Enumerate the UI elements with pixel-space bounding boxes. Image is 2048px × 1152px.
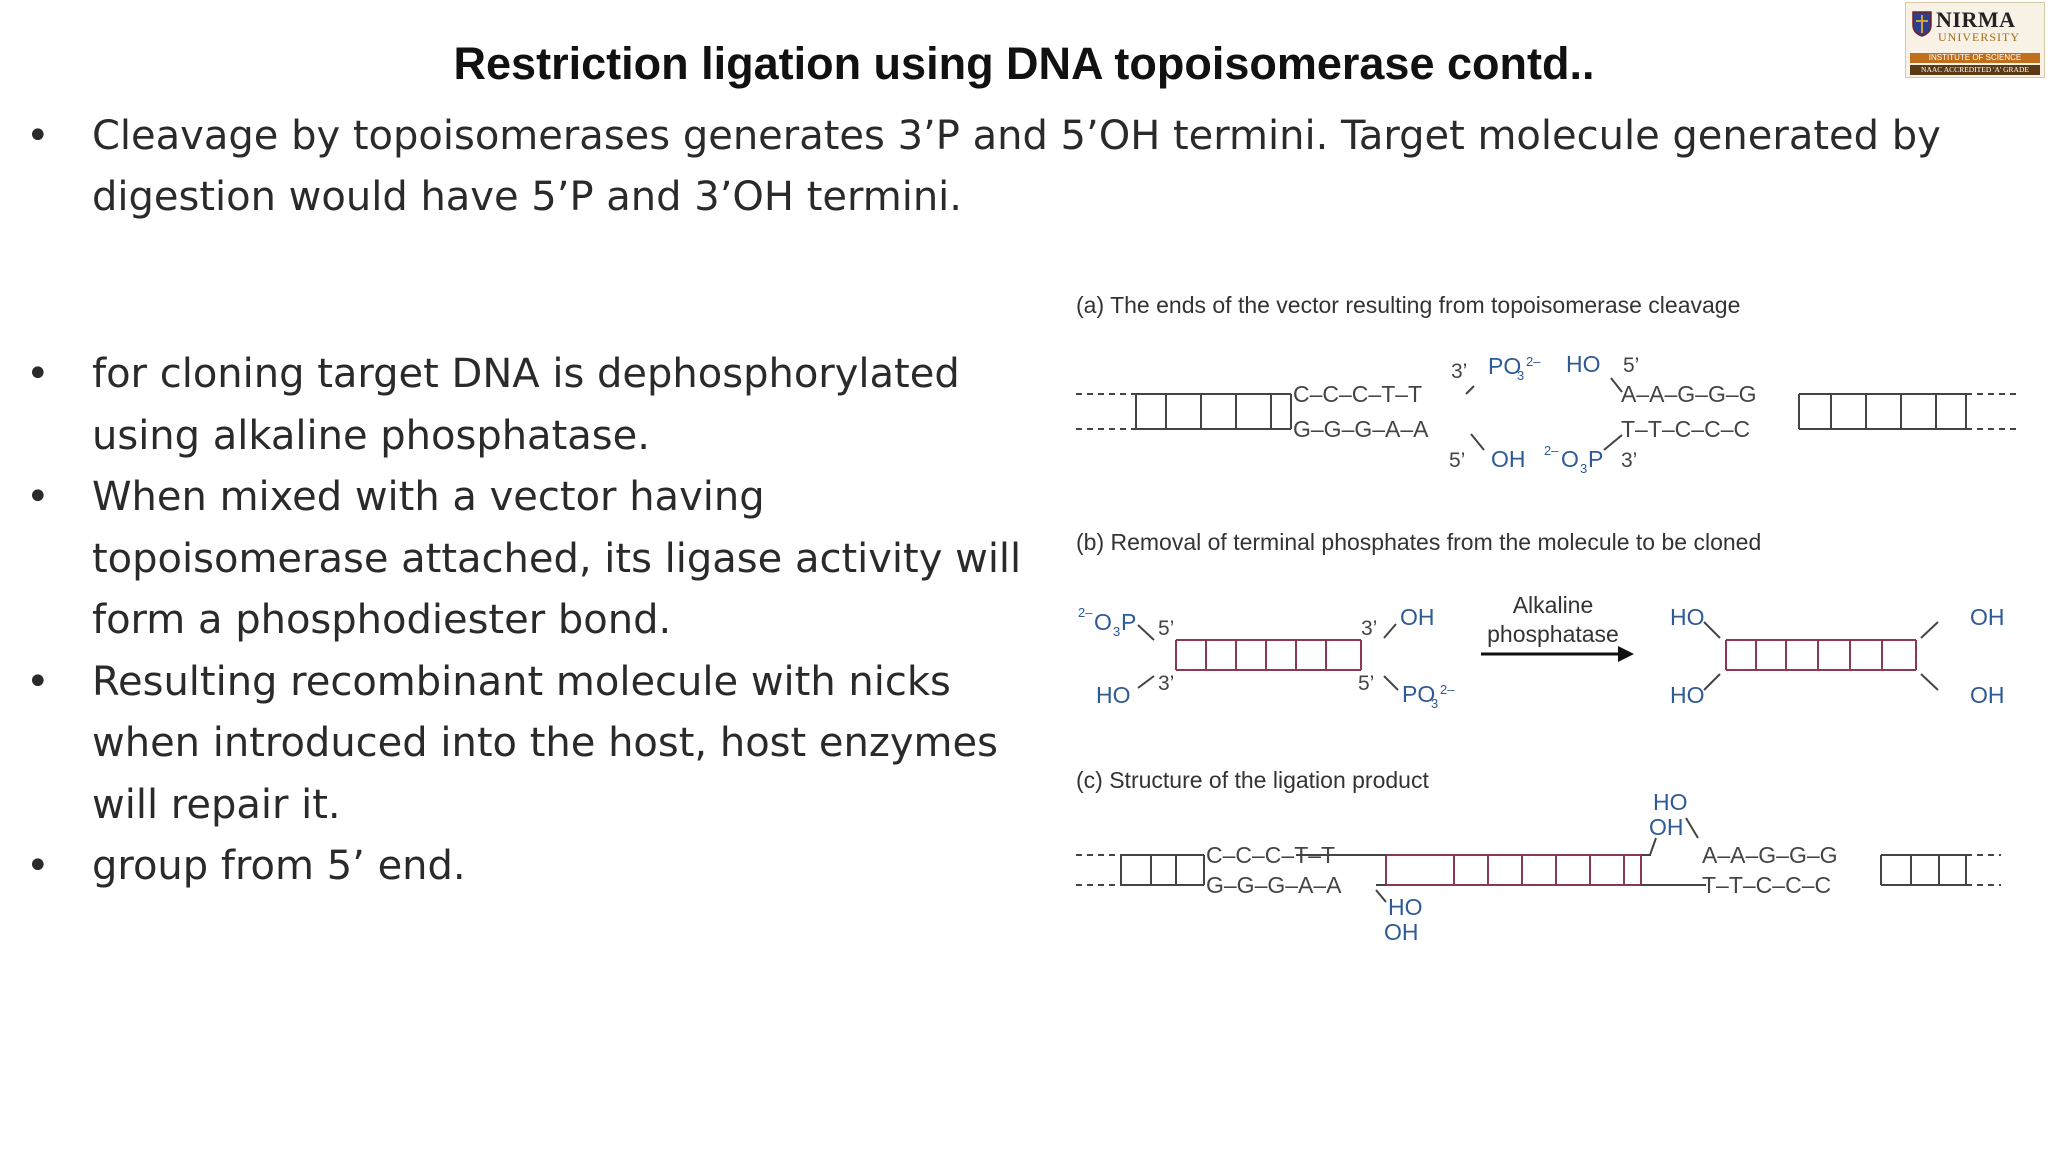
vector-left-duplex bbox=[1076, 393, 1292, 430]
panel-a-caption: (a) The ends of the vector resulting fro… bbox=[1076, 292, 1740, 318]
panel-a-po3-label: PO bbox=[1488, 353, 1521, 379]
svg-text:2–: 2– bbox=[1078, 605, 1093, 620]
panel-c-left-bottom-seq: G–G–G–A–A bbox=[1206, 872, 1342, 898]
bullet-item: When mixed with a vector having topoisom… bbox=[14, 467, 1064, 652]
bullet-list: for cloning target DNA is dephosphorylat… bbox=[14, 344, 1064, 898]
svg-text:OH: OH bbox=[1970, 604, 2005, 630]
enzyme-label-line2: phosphatase bbox=[1487, 621, 1619, 647]
panel-a-3prime-label: 3’ bbox=[1451, 360, 1467, 383]
panel-c-right-bottom-seq: T–T–C–C–C bbox=[1702, 872, 1831, 898]
svg-text:5’: 5’ bbox=[1623, 354, 1639, 377]
ligation-product-right-duplex bbox=[1880, 854, 2001, 886]
panel-a-oh-label: OH bbox=[1491, 446, 1526, 472]
logo-band-top: INSTITUTE OF SCIENCE bbox=[1910, 53, 2040, 63]
ligation-product-insert bbox=[1385, 854, 1642, 886]
bullet-item: Resulting recombinant molecule with nick… bbox=[14, 652, 1064, 837]
panel-a-left-top-seq: C–C–C–T–T bbox=[1293, 381, 1422, 407]
svg-text:5’: 5’ bbox=[1358, 672, 1374, 695]
svg-text:HO: HO bbox=[1670, 682, 1705, 708]
panel-b-po3-label: PO bbox=[1402, 681, 1435, 707]
intro-bullet-list: Cleavage by topoisomerases generates 3’P… bbox=[14, 106, 2024, 228]
panel-b-oh-label: OH bbox=[1400, 604, 1435, 630]
svg-text:2–: 2– bbox=[1526, 354, 1541, 369]
svg-text:2–: 2– bbox=[1440, 682, 1455, 697]
panel-c-ho-label-top: HO bbox=[1653, 789, 1688, 815]
panel-a-5prime-label: 5’ bbox=[1449, 449, 1465, 472]
university-logo: NIRMA UNIVERSITY INSTITUTE OF SCIENCE NA… bbox=[1905, 2, 2045, 78]
svg-text:3: 3 bbox=[1580, 461, 1587, 476]
topoisomerase-diagram: (a) The ends of the vector resulting fro… bbox=[1066, 290, 2030, 970]
svg-text:OH: OH bbox=[1970, 682, 2005, 708]
bullet-item: for cloning target DNA is dephosphorylat… bbox=[14, 344, 1064, 467]
panel-b-3prime-label: 3’ bbox=[1158, 672, 1174, 695]
bullet-item: Cleavage by topoisomerases generates 3’P… bbox=[14, 106, 2024, 228]
panel-b-p-label: P bbox=[1121, 609, 1136, 635]
diagram-svg: (a) The ends of the vector resulting fro… bbox=[1076, 292, 2020, 945]
svg-text:3: 3 bbox=[1113, 624, 1120, 639]
panel-c-caption: (c) Structure of the ligation product bbox=[1076, 767, 1429, 793]
shield-icon bbox=[1912, 11, 1932, 37]
vector-right-duplex bbox=[1798, 393, 2020, 430]
panel-a-right-bottom-seq: T–T–C–C–C bbox=[1621, 416, 1750, 442]
dephosphorylated-insert-duplex bbox=[1725, 639, 1917, 671]
panel-a-p-label: P bbox=[1588, 446, 1603, 472]
panel-a-right-top-seq: A–A–G–G–G bbox=[1621, 381, 1757, 407]
reaction-arrow bbox=[1481, 646, 1634, 662]
insert-duplex bbox=[1175, 639, 1362, 671]
svg-text:3’: 3’ bbox=[1621, 449, 1637, 472]
svg-text:3’: 3’ bbox=[1361, 617, 1377, 640]
panel-b-ho-label: HO bbox=[1096, 682, 1131, 708]
svg-text:HO: HO bbox=[1670, 604, 1705, 630]
enzyme-label-line1: Alkaline bbox=[1513, 592, 1594, 618]
svg-text:3: 3 bbox=[1517, 368, 1524, 383]
logo-band-bottom: NAAC ACCREDITED 'A' GRADE bbox=[1910, 65, 2040, 75]
panel-a-o3p-label: O bbox=[1561, 446, 1579, 472]
panel-c-ho-label-bottom: HO bbox=[1388, 894, 1423, 920]
panel-c-oh-label-top: OH bbox=[1649, 814, 1684, 840]
svg-text:2–: 2– bbox=[1544, 443, 1559, 458]
slide-title: Restriction ligation using DNA topoisome… bbox=[453, 38, 1595, 89]
panel-c-oh-label-bottom: OH bbox=[1384, 919, 1419, 945]
panel-a-ho-label: HO bbox=[1566, 351, 1601, 377]
bullet-item: group from 5’ end. bbox=[14, 836, 1064, 898]
logo-name: NIRMA bbox=[1936, 7, 2016, 32]
panel-b-o3p-label: O bbox=[1094, 609, 1112, 635]
panel-a-left-bottom-seq: G–G–G–A–A bbox=[1293, 416, 1429, 442]
panel-b-5prime-label: 5’ bbox=[1158, 617, 1174, 640]
svg-text:3: 3 bbox=[1431, 696, 1438, 711]
ligation-product-left-duplex bbox=[1076, 854, 1205, 886]
logo-university: UNIVERSITY bbox=[1938, 30, 2020, 44]
panel-c-right-top-seq: A–A–G–G–G bbox=[1702, 842, 1838, 868]
panel-b-caption: (b) Removal of terminal phosphates from … bbox=[1076, 529, 1761, 555]
